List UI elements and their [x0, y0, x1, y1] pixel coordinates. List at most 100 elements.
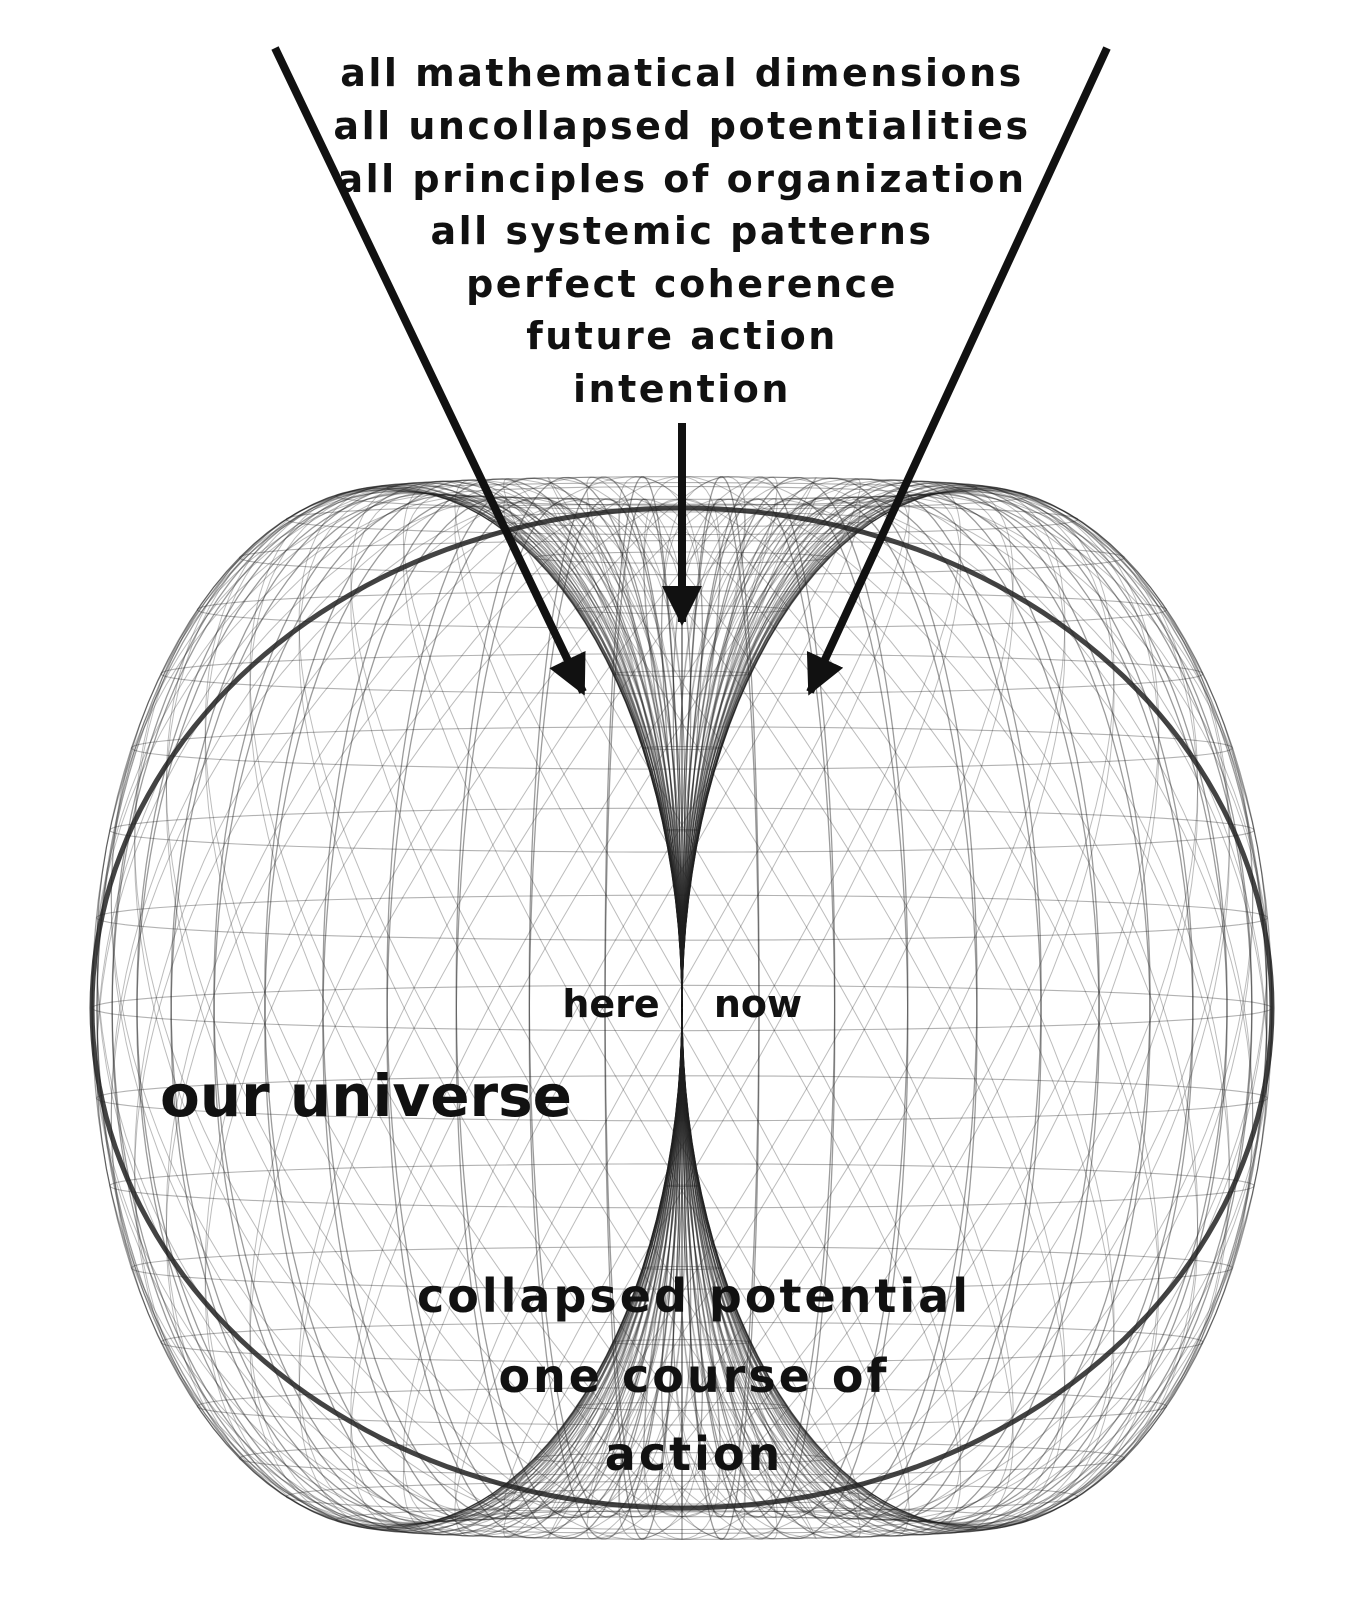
mesh-line: [533, 1452, 830, 1465]
torus-wireframe: [89, 476, 1275, 1540]
mesh-line: [350, 492, 865, 1519]
mesh-line: [402, 480, 775, 1538]
mesh-line: [298, 490, 951, 1518]
right-arrow: [806, 46, 1111, 696]
mesh-line: [285, 1480, 1079, 1513]
label-one-course-of: one course of: [498, 1349, 889, 1403]
mesh-line: [386, 1516, 978, 1540]
mesh-line: [575, 1401, 788, 1411]
mesh-line: [96, 478, 1266, 1522]
mesh-line: [204, 476, 1100, 1529]
mesh-line: [413, 476, 1066, 1533]
mesh-line: [350, 482, 865, 1539]
mesh-line: [681, 497, 909, 1540]
mesh-line: [681, 479, 1100, 1521]
mesh-line: [249, 498, 1030, 1527]
mesh-line: [165, 485, 1160, 1518]
label-now: now: [714, 982, 802, 1026]
mesh-line: [681, 483, 1228, 1525]
mesh-line: [681, 484, 1253, 1526]
mesh-line: [111, 490, 683, 1532]
mesh-line: [681, 498, 760, 1540]
mesh-line: [335, 482, 1029, 510]
mesh-line: [96, 488, 683, 1531]
mesh-line: [155, 483, 1230, 1518]
mesh-line: [98, 478, 1268, 1522]
mesh-line: [213, 480, 683, 1522]
mesh-line: [402, 478, 775, 1536]
mesh-line: [589, 478, 962, 1536]
mesh-line: [130, 726, 1233, 770]
mesh-line: [204, 476, 1199, 1527]
mesh-line: [96, 494, 1266, 1538]
mesh-line: [681, 478, 1042, 1520]
mesh-line: [437, 1510, 927, 1531]
mesh-line: [681, 493, 1194, 1535]
mesh-line: [681, 496, 1042, 1538]
mesh-line: [350, 497, 865, 1524]
mesh-line: [264, 495, 683, 1537]
mesh-line: [334, 485, 1115, 1540]
mesh-line: [111, 484, 683, 1526]
mesh-line: [155, 498, 1230, 1533]
mesh-line: [110, 492, 1244, 1539]
label-intention: intention: [573, 367, 791, 411]
mesh-line: [413, 483, 1066, 1540]
mesh-line: [454, 495, 683, 1521]
mesh-line: [91, 487, 683, 1529]
mesh-line: [641, 1265, 723, 1271]
arrows: [271, 46, 1111, 696]
mesh-line: [334, 498, 1115, 1527]
mesh-line: [413, 490, 1066, 1518]
mesh-line: [120, 477, 1254, 1524]
mesh-line: [402, 494, 775, 1520]
mesh-line: [249, 476, 1030, 1531]
mesh-line: [499, 497, 1014, 1524]
mesh-line: [663, 828, 701, 832]
mesh-line: [160, 653, 1204, 695]
mesh-line: [120, 492, 1254, 1539]
mesh-line: [160, 1321, 1204, 1363]
mesh-line: [95, 894, 1268, 941]
mesh-line: [322, 496, 683, 1538]
mesh-line: [136, 483, 683, 1525]
mesh-line: [612, 670, 752, 677]
mesh-line: [264, 479, 683, 1521]
mesh-line: [249, 485, 1030, 1540]
mesh-line: [681, 476, 909, 1519]
mesh-line: [589, 480, 962, 1538]
mesh-line: [575, 605, 788, 615]
mesh-line: [413, 498, 1066, 1526]
mesh-line: [204, 487, 1100, 1518]
mesh-line: [98, 480, 1268, 1520]
mesh-line: [204, 498, 1199, 1531]
mesh-line: [298, 483, 951, 1540]
mesh-line: [589, 496, 962, 1522]
mesh-line: [681, 491, 1228, 1533]
mesh-line: [612, 1339, 752, 1346]
mesh-line: [98, 494, 1268, 1538]
mesh-line: [298, 498, 951, 1526]
mesh-line: [681, 494, 1151, 1536]
mesh-line: [96, 485, 683, 1528]
mesh-line: [322, 478, 683, 1520]
mesh-line: [134, 498, 1209, 1533]
mesh-line: [155, 490, 1230, 1540]
mesh-line: [95, 1075, 1268, 1122]
mesh-line: [204, 485, 1199, 1518]
mesh-line: [499, 492, 1014, 1519]
mesh-line: [110, 477, 1244, 1524]
label-uncollapsed-potentialities: all uncollapsed potentialities: [333, 104, 1030, 148]
mesh-line: [120, 497, 1254, 1534]
mesh-line: [264, 498, 1160, 1529]
mesh-line: [499, 477, 1014, 1534]
mesh-line: [681, 476, 760, 1518]
left-arrow: [271, 46, 587, 696]
mesh-line: [681, 481, 1194, 1523]
mesh-line: [528, 498, 683, 1540]
mesh-line: [681, 495, 1100, 1537]
mesh-line: [334, 476, 1115, 1531]
label-principles-of-organization: all principles of organization: [337, 157, 1026, 201]
label-perfect-coherence: perfect coherence: [466, 262, 898, 306]
